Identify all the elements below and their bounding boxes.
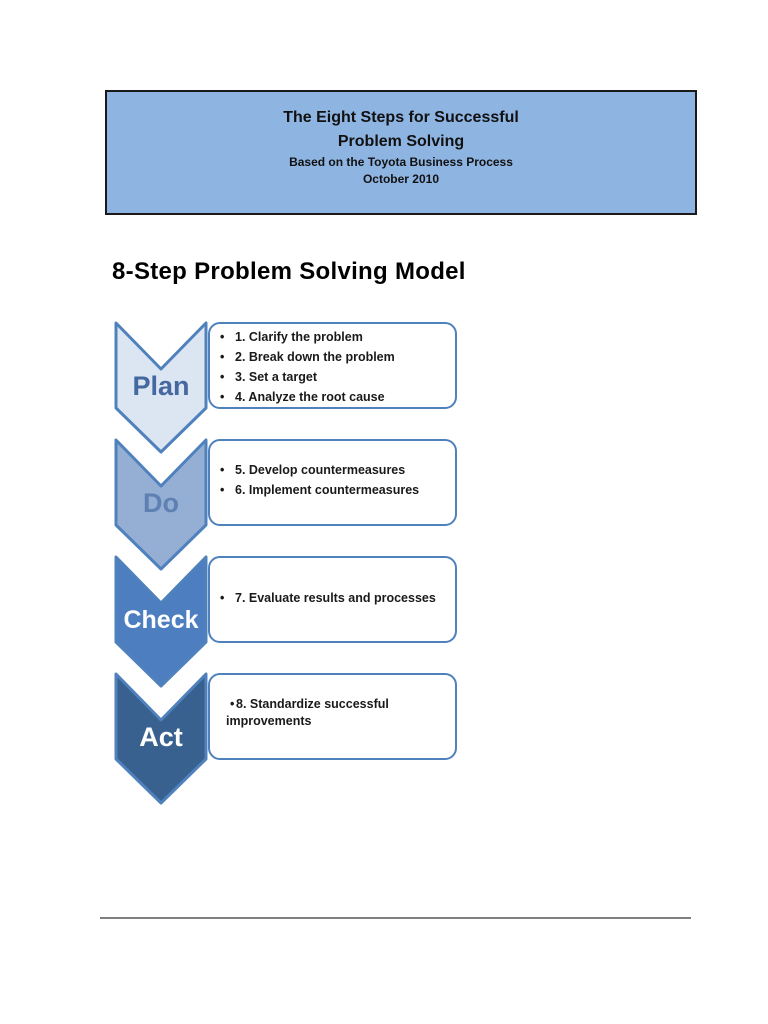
chevron-act-polygon xyxy=(114,672,208,805)
chevron-down-shape-icon xyxy=(114,672,208,805)
chevron-check-polygon xyxy=(114,555,208,688)
steps-box-act: 8. Standardize successful improvements xyxy=(208,673,457,760)
stage-label-check: Check xyxy=(123,606,199,634)
header-subtitle: Based on the Toyota Business Process xyxy=(289,155,513,169)
step-item-4: 4. Analyze the root cause xyxy=(210,387,455,407)
header-title-line-1: The Eight Steps for Successful xyxy=(283,109,519,126)
chevron-down-shape-icon xyxy=(114,555,208,688)
stage-label-plan: Plan xyxy=(132,371,190,401)
chevron-down-shape-icon xyxy=(114,321,208,454)
steps-list-plan: 1. Clarify the problem 2. Break down the… xyxy=(210,324,455,407)
step-item-8: 8. Standardize successful improvements xyxy=(210,696,416,730)
chevron-plan: Plan xyxy=(114,321,208,455)
steps-box-do: 5. Develop countermeasures 6. Implement … xyxy=(208,439,457,526)
step-item-7: 7. Evaluate results and processes xyxy=(210,588,455,608)
chevron-do: Do xyxy=(114,438,208,572)
chevron-plan-polygon xyxy=(114,321,208,454)
steps-box-plan: 1. Clarify the problem 2. Break down the… xyxy=(208,322,457,409)
header-title-line-2: Problem Solving xyxy=(337,133,465,150)
steps-box-check: 7. Evaluate results and processes xyxy=(208,556,457,643)
header-title-box: The Eight Steps for Successful Problem S… xyxy=(105,90,697,215)
chevron-act: Act xyxy=(114,672,208,806)
step-item-2: 2. Break down the problem xyxy=(210,347,455,367)
step-item-1: 1. Clarify the problem xyxy=(210,327,455,347)
steps-list-do: 5. Develop countermeasures 6. Implement … xyxy=(210,441,455,500)
step-item-6: 6. Implement countermeasures xyxy=(210,480,455,500)
step-item-3: 3. Set a target xyxy=(210,367,455,387)
steps-list-check: 7. Evaluate results and processes xyxy=(210,558,455,608)
step-item-5: 5. Develop countermeasures xyxy=(210,460,455,480)
chevron-down-shape-icon xyxy=(114,438,208,571)
stage-label-do: Do xyxy=(143,488,179,518)
chevron-check: Check xyxy=(114,555,208,689)
header-date: October 2010 xyxy=(362,172,440,186)
steps-list-act: 8. Standardize successful improvements xyxy=(210,675,455,730)
stage-label-act: Act xyxy=(139,722,183,752)
page-title: 8-Step Problem Solving Model xyxy=(112,258,466,285)
chevron-do-polygon xyxy=(114,438,208,571)
footer-divider xyxy=(100,917,691,919)
